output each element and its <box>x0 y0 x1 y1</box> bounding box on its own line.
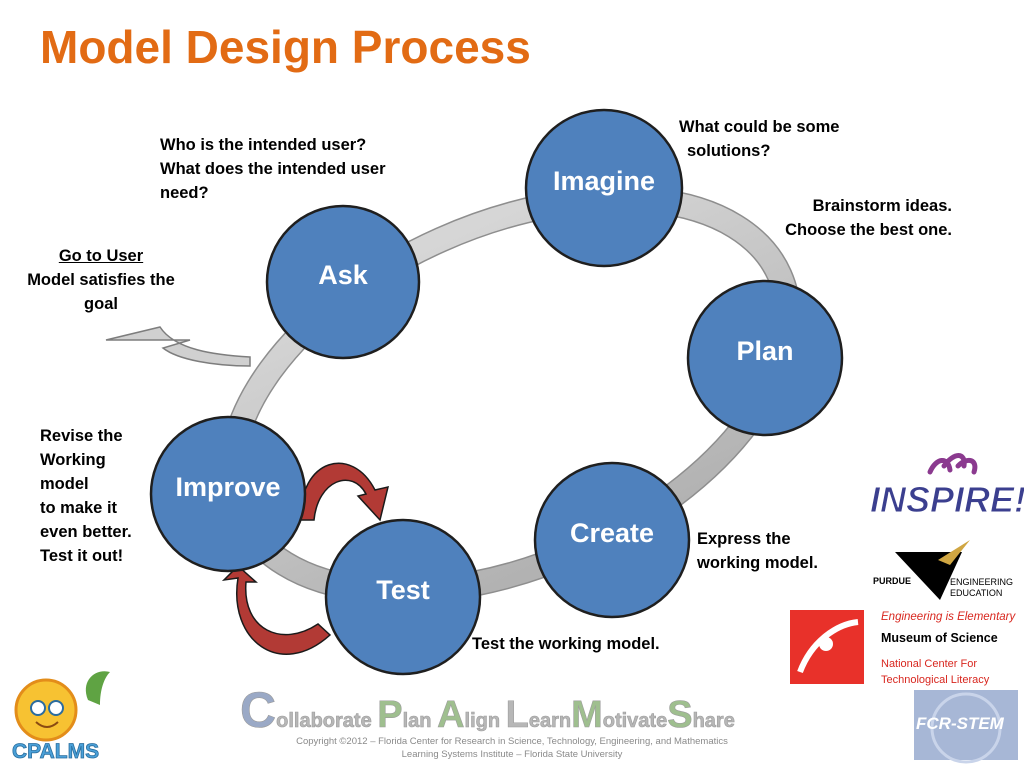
ask-note: Who is the intended user? What does the … <box>160 133 386 205</box>
test-note-line-1: Test the working model. <box>472 635 660 653</box>
banner-word: lan <box>403 710 437 732</box>
imagine-note-line-2: solutions? <box>687 142 771 160</box>
stage-circle-improve <box>149 415 307 573</box>
improve-note: Revise the Working model to make it even… <box>40 424 132 568</box>
cpalms-sun-icon <box>14 678 78 742</box>
mos-logo-curve <box>797 619 859 674</box>
cpalms-glasses-right <box>48 700 64 716</box>
fcr-stem-logo: FCR-STEM <box>914 690 1018 764</box>
go-to-user-line-2: goal <box>84 295 118 313</box>
stage-label-ask: Ask <box>318 260 369 290</box>
purdue-logo-mark <box>895 552 962 600</box>
cpalms-logo: CPALMS <box>12 671 110 763</box>
banner-initial: M <box>571 694 603 736</box>
purdue-logo: PURDUE ENGINEERING EDUCATION <box>873 540 1013 600</box>
improve-note-line-3: model <box>40 475 89 493</box>
inspire-logo-swoosh <box>927 453 978 475</box>
copyright-line-1: Copyright ©2012 – Florida Center for Res… <box>296 736 728 747</box>
stage-label-imagine: Imagine <box>553 166 655 196</box>
mos-logo-dot <box>819 637 833 651</box>
plan-note: Brainstorm ideas. Choose the best one. <box>760 194 952 242</box>
banner-word: otivate <box>603 710 667 732</box>
improve-to-test-arrow <box>299 462 390 522</box>
banner-initial: C <box>240 682 276 738</box>
ask-note-line-2: What does the intended user <box>160 160 386 178</box>
create-note: Express the working model. <box>697 527 818 575</box>
stage-label-plan: Plan <box>736 336 793 366</box>
test-note: Test the working model. <box>472 632 660 656</box>
stage-label-improve: Improve <box>175 472 280 502</box>
stage-circle-create <box>533 461 691 619</box>
stage-label-create: Create <box>570 518 654 548</box>
stage-circle-plan <box>686 279 844 437</box>
cpalms-glasses-left <box>30 700 46 716</box>
banner-word: hare <box>693 710 735 732</box>
ask-note-line-1: Who is the intended user? <box>160 136 367 154</box>
copyright-footer: Copyright ©2012 – Florida Center for Res… <box>200 735 824 761</box>
purdue-engineering-text: ENGINEERING <box>950 577 1013 587</box>
banner-initial: A <box>437 694 464 736</box>
purdue-logo-flame <box>938 540 970 565</box>
inspire-logo: INSPIRE! <box>870 453 1024 521</box>
banner-word: earn <box>529 710 571 732</box>
improve-note-line-4: to make it <box>40 499 118 517</box>
fcr-stem-logo-ring <box>930 692 1002 764</box>
banner-word: ollaborate <box>276 710 377 732</box>
stage-label-test: Test <box>376 575 430 605</box>
fcr-stem-logo-text: FCR-STEM <box>916 714 1005 733</box>
imagine-note: What could be some solutions? <box>679 115 839 163</box>
improve-note-line-5: even better. <box>40 523 132 541</box>
improve-note-line-1: Revise the <box>40 427 123 445</box>
go-to-user-note: Go to User Model satisfies the goal <box>16 244 186 316</box>
purdue-education-text: EDUCATION <box>950 588 1002 598</box>
page-title: Model Design Process <box>40 21 531 73</box>
test-to-improve-arrow <box>221 564 332 655</box>
nctl-text-2: Technological Literacy <box>881 674 990 686</box>
banner-initial: P <box>377 694 402 736</box>
plan-note-line-2: Choose the best one. <box>785 221 952 239</box>
create-note-line-2: working model. <box>697 554 819 572</box>
stage-circle-test <box>324 518 482 676</box>
purdue-logo-text: PURDUE <box>873 576 911 586</box>
ask-note-line-3: need? <box>160 184 209 202</box>
nctl-text-1: National Center For <box>881 658 977 670</box>
inspire-logo-text: INSPIRE! <box>870 479 1024 520</box>
stage-node-create: Create <box>533 461 691 619</box>
go-to-user-line-1: Model satisfies the <box>27 271 175 289</box>
banner-initial: L <box>506 694 529 736</box>
create-note-line-1: Express the <box>697 530 791 548</box>
improve-note-line-6: Test it out! <box>40 547 124 565</box>
go-to-user-link[interactable]: Go to User <box>58 247 144 265</box>
stage-circle-imagine <box>524 108 684 268</box>
exit-arrow <box>105 326 251 367</box>
plan-note-line-1: Brainstorm ideas. <box>812 197 952 215</box>
museum-of-science-logo: Engineering is Elementary Museum of Scie… <box>790 610 1016 686</box>
stage-node-imagine: Imagine <box>524 108 684 268</box>
stage-node-improve: Improve <box>149 415 307 573</box>
copyright-line-2: Learning Systems Institute – Florida Sta… <box>401 749 623 760</box>
improve-note-line-2: Working <box>40 451 106 469</box>
banner-word: lign <box>465 710 506 732</box>
cpalms-banner: Collaborate Plan Align LearnMotivateShar… <box>240 682 735 738</box>
eie-text: Engineering is Elementary <box>881 611 1016 623</box>
cpalms-smile <box>35 721 59 728</box>
mos-text: Museum of Science <box>881 631 998 645</box>
cpalms-palm-icon <box>85 671 110 705</box>
banner-initial: S <box>667 694 692 736</box>
stage-node-plan: Plan <box>686 279 844 437</box>
stage-circle-ask <box>265 204 421 360</box>
cpalms-text: CPALMS <box>12 740 99 763</box>
stage-node-ask: Ask <box>265 204 421 360</box>
stage-node-test: Test <box>324 518 482 676</box>
imagine-note-line-1: What could be some <box>679 118 840 136</box>
